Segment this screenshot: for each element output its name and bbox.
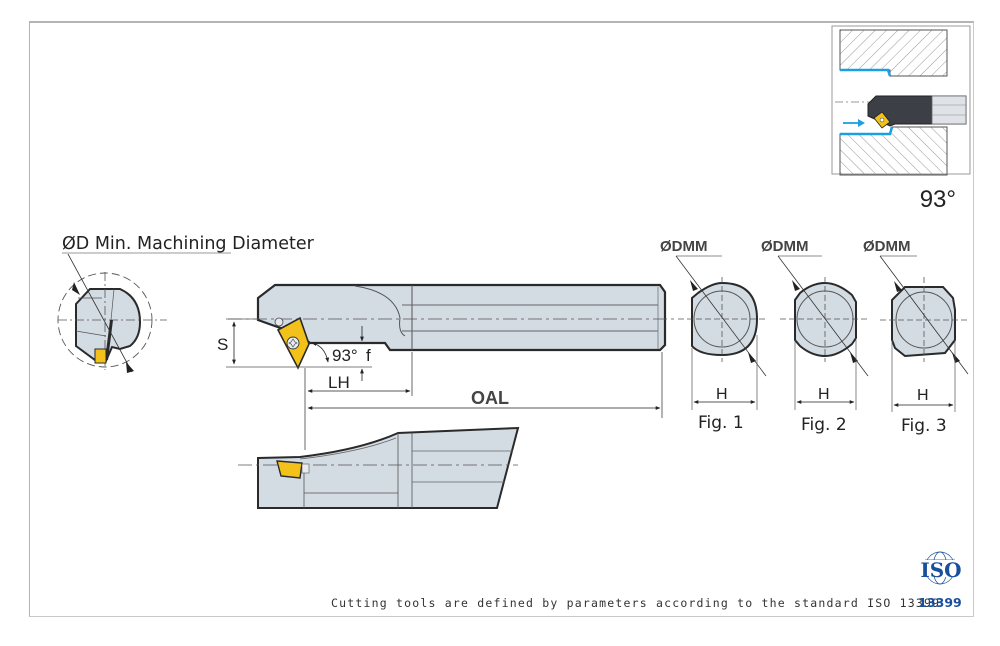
fig-2-dmm-label: ØDMM (761, 238, 809, 255)
tool-body (256, 283, 667, 352)
dim-label-f: f (366, 346, 371, 365)
fig-2-caption: Fig. 2 (801, 415, 847, 435)
fig-3-h-label: H (917, 387, 929, 404)
fig-3: ØDMM H Fig. 3 (863, 238, 970, 436)
application-inset: 93° (831, 25, 971, 213)
end-view-body (75, 288, 142, 363)
fig-3-dmm-label: ØDMM (863, 238, 911, 255)
insert-screw-icon (286, 336, 300, 350)
fig-2: ØDMM H Fig. 2 (761, 238, 869, 435)
inset-angle-label: 93° (920, 186, 956, 213)
dimension-f: f (360, 326, 371, 381)
dim-label-oal: OAL (471, 388, 509, 408)
fig-1-caption: Fig. 1 (698, 413, 744, 433)
dim-label-angle: 93° (332, 346, 358, 365)
fig-1-dmm-label: ØDMM (660, 238, 708, 255)
dimension-s: S (217, 318, 372, 368)
machined-surface-bottom (840, 126, 894, 136)
top-view-body (257, 426, 520, 509)
end-view-insert (94, 348, 107, 364)
fig-3-section (891, 286, 956, 358)
end-view-left (57, 253, 167, 373)
footer-standard-text: Cutting tools are defined by parameters … (331, 596, 940, 610)
end-view-cutting-edge (105, 320, 113, 360)
drawing-frame (29, 21, 974, 617)
tool-top-view (238, 426, 520, 509)
diameter-leader-line (67, 253, 133, 373)
fig-1: ØDMM H Fig. 1 (660, 238, 767, 433)
dim-label-lh: LH (328, 373, 350, 392)
dimension-oal: OAL (307, 352, 663, 418)
dimension-angle: 93° (311, 342, 358, 365)
dim-label-s: S (217, 335, 228, 354)
fig-3-caption: Fig. 3 (901, 416, 947, 436)
fig-1-h-label: H (716, 386, 728, 403)
inset-shank (931, 95, 967, 125)
dimension-lh: LH (304, 352, 413, 450)
machined-surface-top (840, 68, 892, 77)
iso-title: ISO (920, 558, 961, 582)
min-diameter-label: ØD Min. Machining Diameter (62, 234, 315, 254)
tool-side-view (228, 283, 678, 370)
fig-2-h-label: H (818, 386, 830, 403)
top-view-insert (276, 460, 303, 479)
iso-number: 13399 (918, 595, 962, 610)
iso-13399-logo: ISO 13399 (917, 551, 965, 610)
